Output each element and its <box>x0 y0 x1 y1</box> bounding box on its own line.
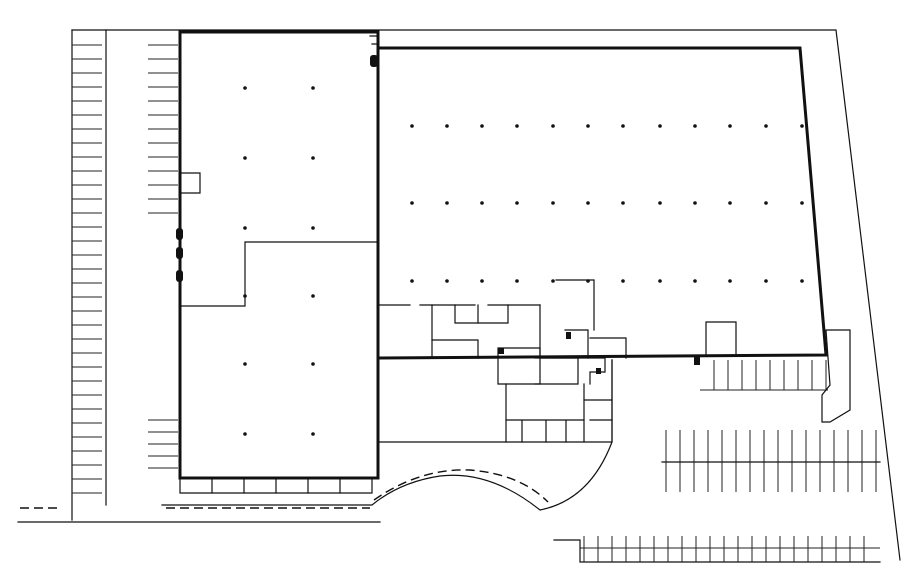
structural-column <box>243 156 247 160</box>
structural-column <box>515 279 519 283</box>
structural-column <box>764 279 768 283</box>
structural-column <box>410 201 414 205</box>
structural-column <box>311 432 315 436</box>
west-building <box>176 30 380 494</box>
structural-column <box>658 279 662 283</box>
office-fixture <box>596 368 601 374</box>
structural-column <box>764 201 768 205</box>
structural-column <box>586 201 590 205</box>
structural-column <box>693 124 697 128</box>
office-area <box>377 279 737 443</box>
dock-door <box>176 270 183 282</box>
structural-column <box>800 124 804 128</box>
east-building <box>376 46 828 443</box>
structural-column <box>728 201 732 205</box>
structural-column <box>693 201 697 205</box>
structural-column <box>551 279 555 283</box>
structural-column <box>311 86 315 90</box>
structural-column <box>764 124 768 128</box>
structural-column <box>410 124 414 128</box>
structural-column <box>480 279 484 283</box>
site-boundary <box>17 29 901 561</box>
structural-column <box>515 124 519 128</box>
parking-row-east-middle <box>665 430 877 492</box>
parking-row-west-inner <box>148 44 178 214</box>
structural-column <box>445 124 449 128</box>
structural-column <box>480 124 484 128</box>
structural-column <box>693 279 697 283</box>
structural-column <box>551 124 555 128</box>
column-grid-east <box>410 124 804 283</box>
structural-column <box>800 279 804 283</box>
structural-column <box>658 201 662 205</box>
structural-column <box>728 124 732 128</box>
structural-column <box>658 124 662 128</box>
driveway <box>20 359 613 511</box>
structural-column <box>243 86 247 90</box>
east-parking <box>553 329 881 563</box>
structural-column <box>243 294 247 298</box>
structural-column <box>551 201 555 205</box>
parking-row-east-upper <box>700 360 828 391</box>
structural-column <box>311 362 315 366</box>
structural-column <box>728 279 732 283</box>
structural-column <box>445 279 449 283</box>
structural-column <box>311 156 315 160</box>
column-grid-west <box>243 86 315 436</box>
parking-row-southeast <box>580 536 880 562</box>
structural-column <box>621 124 625 128</box>
structural-column <box>311 294 315 298</box>
dock-door <box>370 55 378 67</box>
structural-column <box>445 201 449 205</box>
west-parking <box>72 29 178 506</box>
parking-row-west-lower <box>148 419 178 469</box>
structural-column <box>311 226 315 230</box>
structural-column <box>480 201 484 205</box>
structural-column <box>515 201 519 205</box>
dock-door <box>176 247 183 259</box>
structural-column <box>410 279 414 283</box>
parking-row-west-outer <box>72 44 102 494</box>
dock-door <box>176 228 183 240</box>
structural-column <box>800 201 804 205</box>
structural-column <box>243 432 247 436</box>
structural-column <box>621 201 625 205</box>
office-fixture <box>566 332 571 339</box>
office-fixture <box>694 357 700 365</box>
structural-column <box>243 226 247 230</box>
structural-column <box>621 279 625 283</box>
structural-column <box>243 362 247 366</box>
office-fixture <box>498 348 504 354</box>
structural-column <box>586 124 590 128</box>
